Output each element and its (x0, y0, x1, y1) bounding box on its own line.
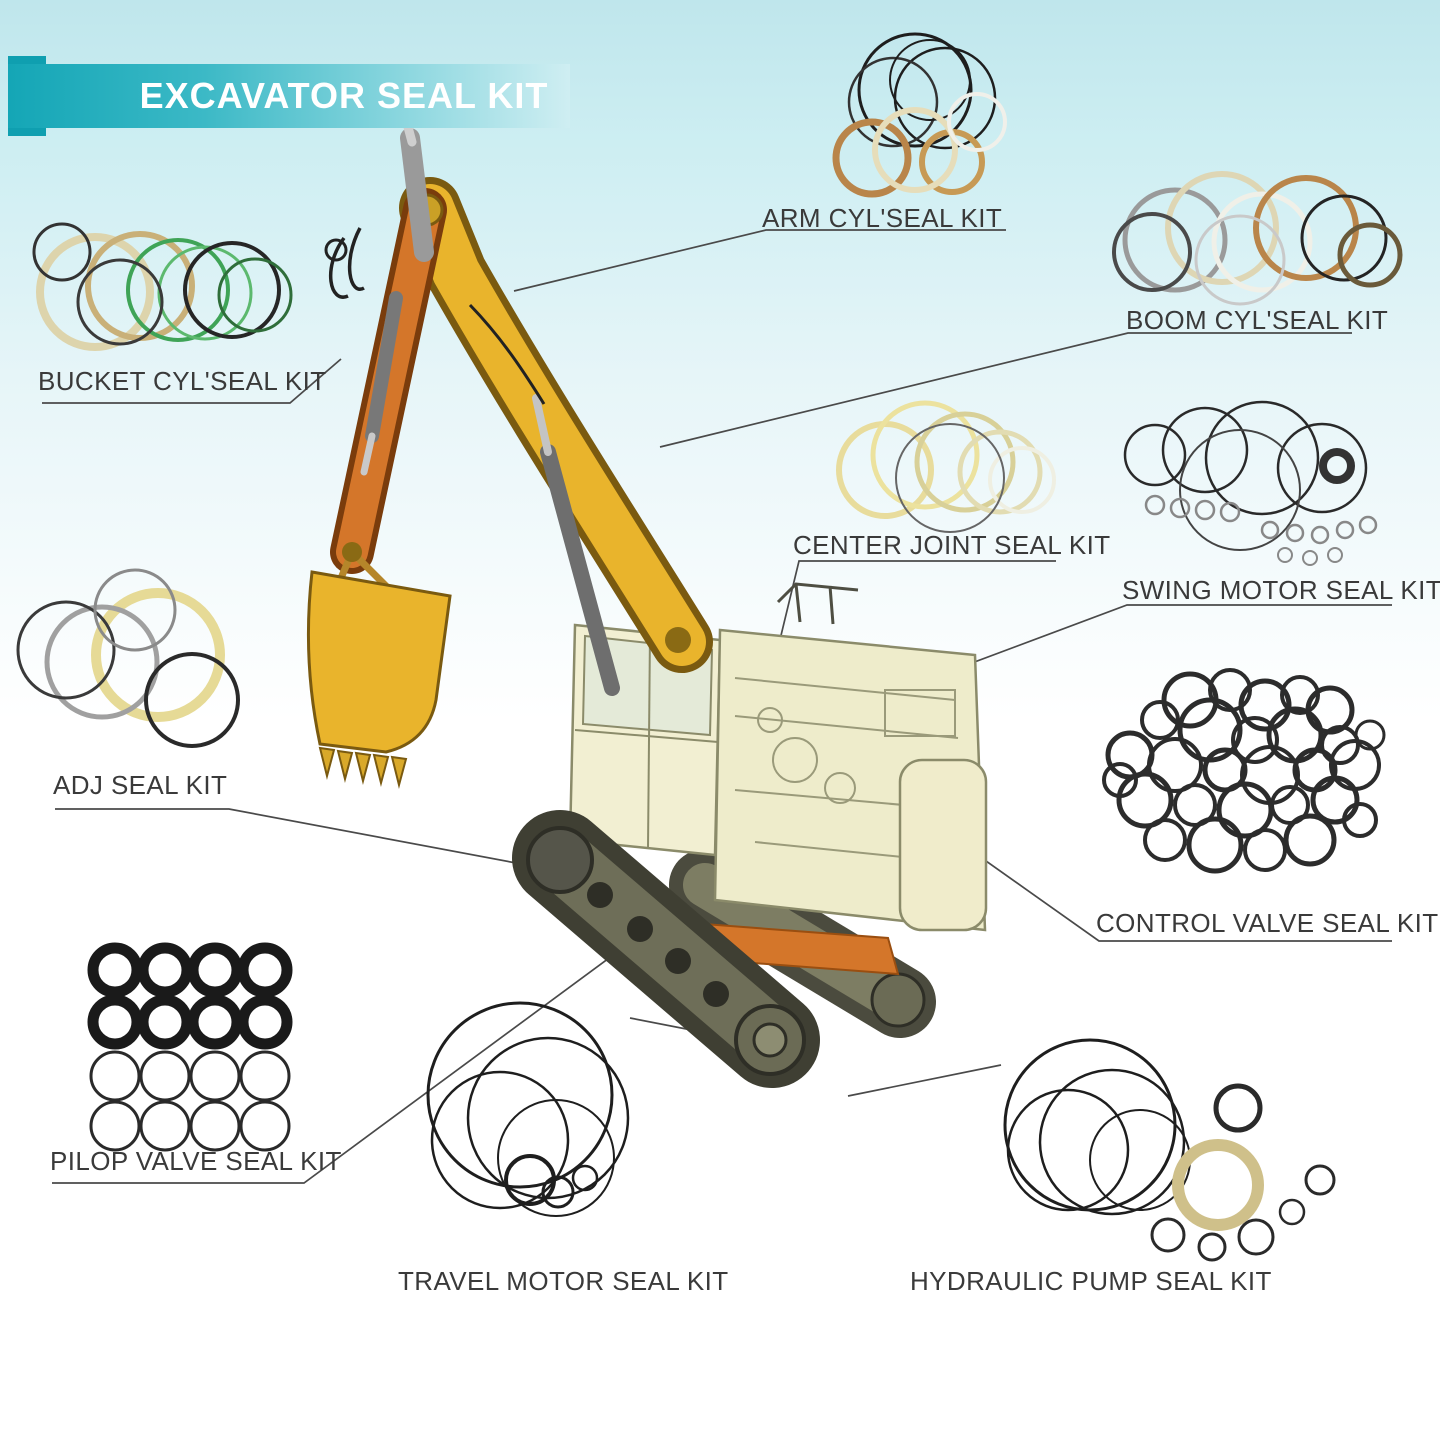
label-boom-cyl-seal-kit: BOOM CYL'SEAL KIT (1126, 305, 1389, 335)
adj-seal-rings (16, 568, 240, 748)
leader-adj (55, 808, 613, 882)
control-valve-seal-rings (1102, 668, 1386, 874)
title-banner: EXCAVATOR SEAL KIT (8, 64, 570, 128)
travel-motor-seal-rings (426, 1001, 630, 1217)
label-adj-seal-kit: ADJ SEAL KIT (53, 770, 228, 800)
arm-seal-rings (832, 32, 1007, 198)
label-hydraulic-pump-seal-kit: HYDRAULIC PUMP SEAL KIT (910, 1266, 1272, 1296)
boom-seal-rings (1112, 171, 1403, 306)
bucket (306, 542, 452, 789)
pilop-valve-seal-rings (87, 942, 293, 1152)
excavator-illustration (306, 107, 988, 1088)
leader-boom (659, 332, 1352, 448)
leader-lines (42, 229, 1392, 1184)
counterweight (898, 758, 988, 932)
label-control-valve-seal-kit: CONTROL VALVE SEAL KIT (1096, 908, 1439, 938)
label-travel-motor-seal-kit: TRAVEL MOTOR SEAL KIT (398, 1266, 729, 1296)
center-joint-seal-rings (836, 400, 1056, 533)
label-pilop-valve-seal-kit: PILOP VALVE SEAL KIT (50, 1146, 342, 1176)
label-bucket-cyl-seal-kit: BUCKET CYL'SEAL KIT (38, 366, 327, 396)
leader-hydraulic-pump (847, 1064, 1002, 1097)
swing-motor-seal-rings (1123, 400, 1378, 566)
label-swing-motor-seal-kit: SWING MOTOR SEAL KIT (1122, 575, 1440, 605)
label-arm-cyl-seal-kit: ARM CYL'SEAL KIT (762, 203, 1003, 233)
hydraulic-pump-seal-rings (1003, 1038, 1336, 1262)
handrail (776, 582, 859, 625)
leader-bucket (42, 358, 342, 404)
page-title: EXCAVATOR SEAL KIT (139, 75, 549, 116)
leader-arm (513, 229, 1006, 292)
label-center-joint-seal-kit: CENTER JOINT SEAL KIT (793, 530, 1111, 560)
leader-pilop-valve (52, 876, 720, 1184)
boom (399, 177, 713, 673)
hydraulic-hoses (324, 227, 546, 405)
bucket-seal-rings (32, 222, 293, 351)
front-track (512, 810, 820, 1088)
